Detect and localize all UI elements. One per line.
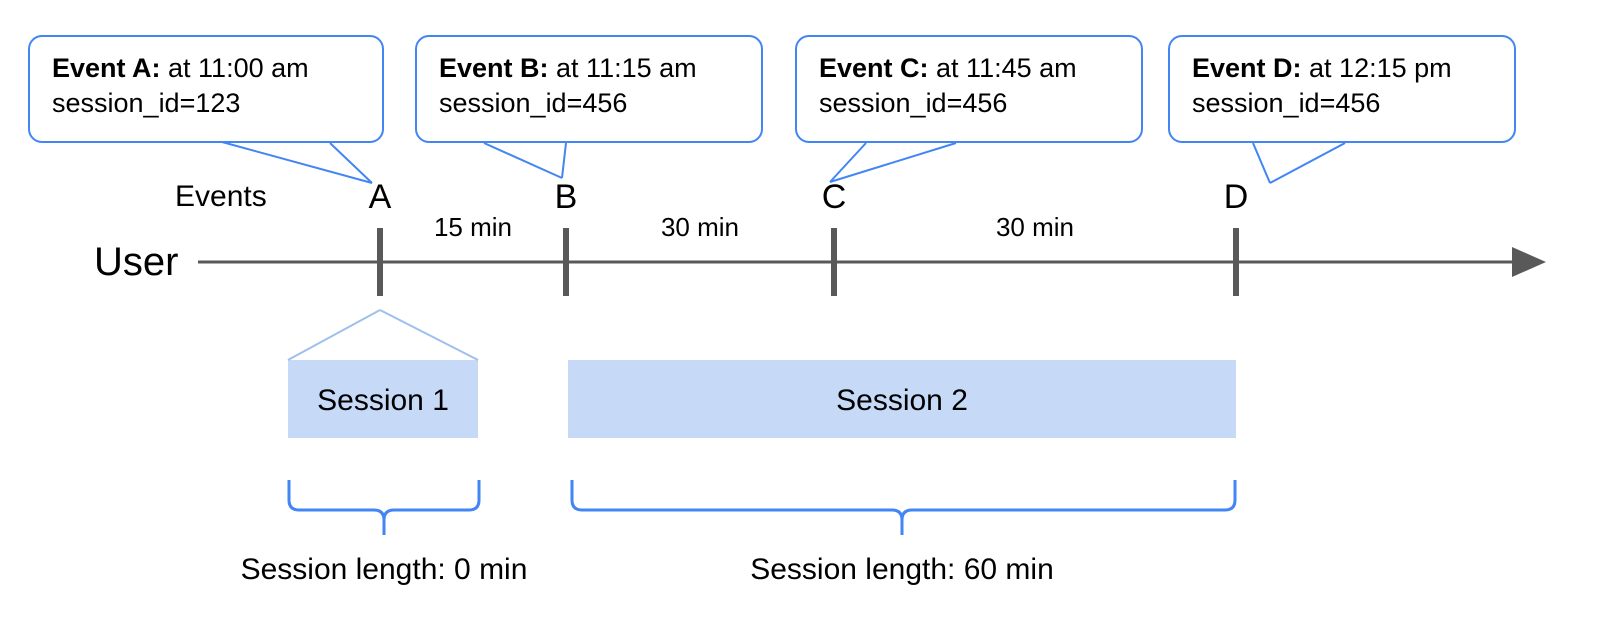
session-1-brace: [287, 480, 481, 535]
session-2-bar: [568, 360, 1236, 438]
session-2-brace: [570, 480, 1237, 535]
session-2-length-label: Session length: 60 min: [750, 553, 1054, 586]
session-1-label: Session 1: [317, 384, 449, 417]
callout-d-time: at 12:15 pm: [1301, 53, 1452, 83]
callout-a-line1: Event A: at 11:00 am: [52, 51, 364, 86]
duration-b-c: 30 min: [660, 212, 740, 242]
callout-c-label: Event C:: [819, 53, 929, 83]
row-label-events: Events: [175, 180, 267, 213]
tick-label-b: B: [554, 178, 578, 216]
session-1-bar: [288, 360, 478, 438]
callout-d-line1: Event D: at 12:15 pm: [1192, 51, 1496, 86]
callout-a-time: at 11:00 am: [160, 53, 309, 83]
callout-b-session: session_id=456: [439, 88, 628, 119]
axis-arrow-icon: [1512, 247, 1546, 277]
callout-event-c: Event C: at 11:45 am session_id=456: [795, 35, 1143, 143]
callout-event-b: Event B: at 11:15 am session_id=456: [415, 35, 763, 143]
tick-label-d: D: [1223, 178, 1249, 216]
callout-c-time: at 11:45 am: [928, 53, 1077, 83]
session-1-length-label: Session length: 0 min: [240, 553, 528, 586]
callout-c-line1: Event C: at 11:45 am: [819, 51, 1123, 86]
row-label-user: User: [94, 240, 179, 284]
callout-event-a: Event A: at 11:00 am session_id=123: [28, 35, 384, 143]
callout-c-session: session_id=456: [819, 88, 1008, 119]
session-1-funnel: [287, 309, 479, 361]
timeline-axis: [198, 247, 1546, 277]
axis-ticks: [377, 228, 1239, 296]
callout-a-session: session_id=123: [52, 88, 241, 119]
duration-c-d: 30 min: [995, 212, 1075, 242]
session-2-label: Session 2: [836, 384, 968, 417]
callout-b-label: Event B:: [439, 53, 549, 83]
callout-a-label: Event A:: [52, 53, 161, 83]
duration-a-b: 15 min: [433, 212, 513, 242]
callout-b-line1: Event B: at 11:15 am: [439, 51, 743, 86]
callout-event-d: Event D: at 12:15 pm session_id=456: [1168, 35, 1516, 143]
callout-b-time: at 11:15 am: [548, 53, 697, 83]
callout-d-session: session_id=456: [1192, 88, 1381, 119]
tick-label-c: C: [821, 178, 847, 216]
tick-label-a: A: [368, 178, 392, 216]
callout-d-label: Event D:: [1192, 53, 1302, 83]
